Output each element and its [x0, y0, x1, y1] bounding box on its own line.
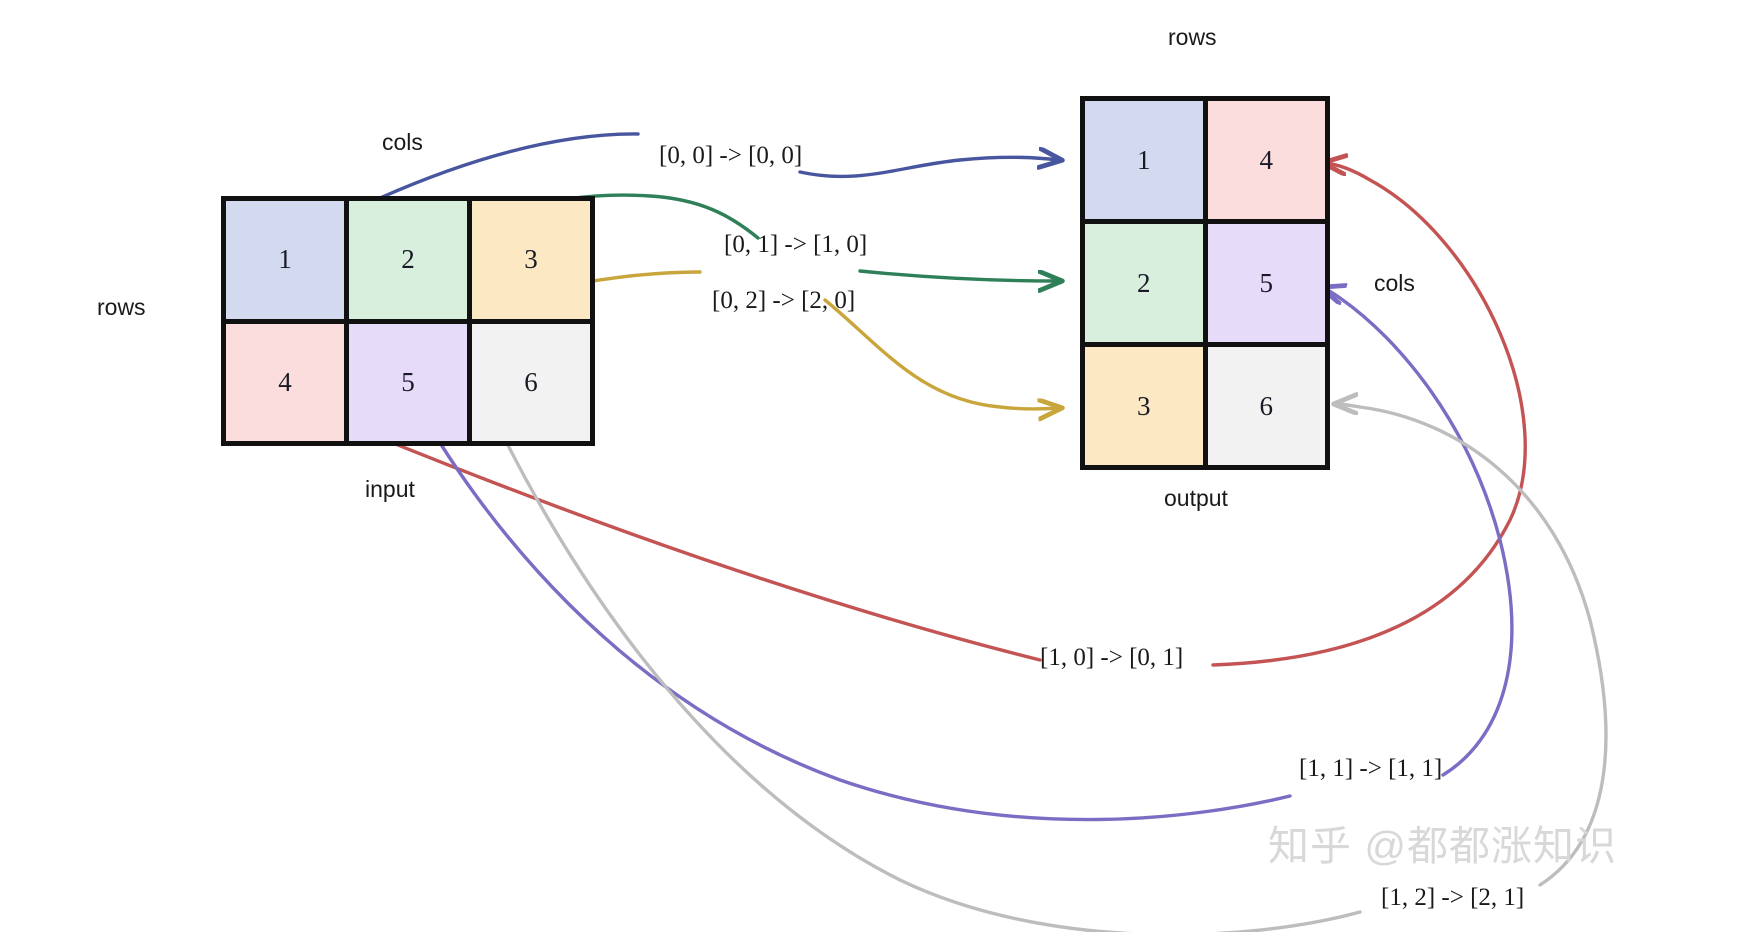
input-cell-1-1: 5 — [349, 323, 467, 441]
input-cell-value: 2 — [401, 244, 415, 275]
watermark: 知乎 @都都涨知识 — [1268, 823, 1618, 869]
output-rows-label: rows — [1168, 24, 1217, 50]
mapping-label-01: [0, 1] -> [1, 0] — [724, 231, 868, 258]
output-cell-1-0: 2 — [1085, 224, 1203, 342]
arrow-12-to-21-left — [482, 394, 1362, 932]
input-cell-value: 6 — [524, 366, 538, 397]
output-name-label: output — [1164, 485, 1228, 511]
mapping-label-12: [1, 2] -> [2, 1] — [1381, 884, 1525, 911]
input-cell-1-2: 6 — [472, 323, 590, 441]
output-cell-value: 2 — [1137, 267, 1151, 298]
output-cell-1-1: 5 — [1207, 224, 1325, 342]
input-cell-value: 1 — [278, 244, 292, 275]
mapping-label-10: [1, 0] -> [0, 1] — [1040, 644, 1184, 671]
output-cell-0-1: 4 — [1207, 101, 1325, 219]
output-cell-value: 6 — [1259, 390, 1274, 421]
input-rows-label: rows — [97, 294, 146, 320]
output-matrix: 1 4 2 5 3 6 — [1080, 96, 1330, 470]
input-cols-label: cols — [382, 129, 423, 155]
output-cell-value: 1 — [1137, 144, 1151, 175]
input-cell-value: 4 — [278, 366, 292, 397]
input-name-label: input — [365, 476, 415, 502]
input-cell-value: 5 — [401, 366, 415, 397]
mapping-label-00: [0, 0] -> [0, 0] — [659, 142, 803, 169]
arrow-12-to-21-right — [1336, 404, 1608, 887]
input-matrix: 1 2 3 4 5 6 — [221, 196, 595, 446]
mapping-label-02: [0, 2] -> [2, 0] — [712, 287, 856, 314]
output-cell-value: 5 — [1259, 267, 1274, 298]
output-cell-value: 3 — [1137, 390, 1151, 421]
input-cell-0-2: 3 — [472, 201, 590, 319]
arrow-02-to-20-right — [823, 298, 1060, 409]
output-cell-0-0: 1 — [1085, 101, 1203, 219]
output-cell-2-0: 3 — [1085, 347, 1203, 465]
output-cell-value: 4 — [1259, 144, 1274, 175]
arrow-00-to-00-right — [798, 157, 1060, 179]
arrow-01-to-10-right — [858, 269, 1060, 281]
arrow-11-to-11-right — [1323, 288, 1514, 777]
input-cell-value: 3 — [524, 244, 538, 275]
input-cell-0-1: 2 — [349, 201, 467, 319]
output-cell-2-1: 6 — [1207, 347, 1325, 465]
mapping-label-11: [1, 1] -> [1, 1] — [1299, 755, 1443, 782]
input-cell-1-0: 4 — [226, 323, 344, 441]
output-cols-label: cols — [1374, 270, 1415, 296]
input-cell-0-0: 1 — [226, 201, 344, 319]
